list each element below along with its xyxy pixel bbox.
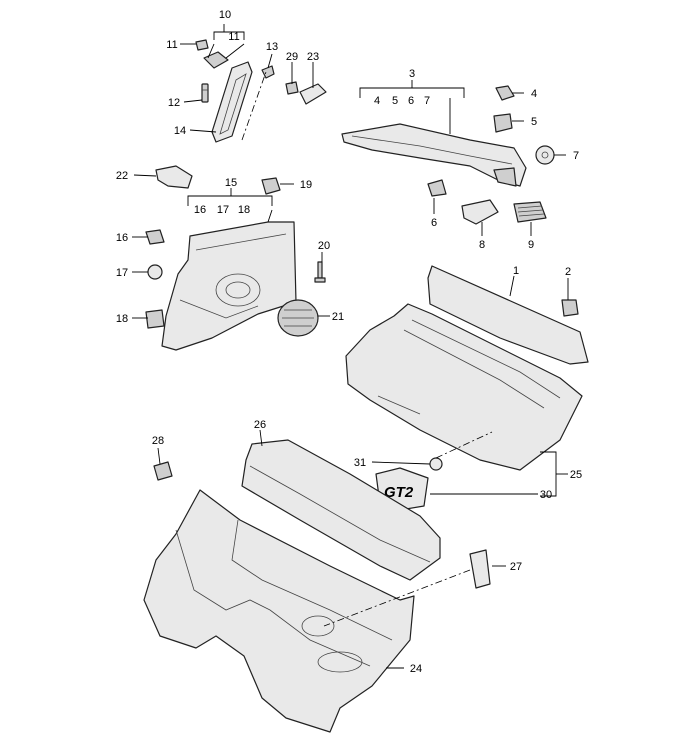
callout-13: 13 — [266, 41, 278, 53]
part-21-speaker-grille — [277, 299, 319, 337]
callout-3-sub-5: 5 — [392, 95, 398, 107]
part-28-clip — [153, 461, 173, 481]
part-14-pillar-trim — [211, 61, 253, 143]
callout-3: 3 — [409, 68, 415, 80]
part-10-clip-assembly — [195, 39, 229, 69]
callout-3-sub-4: 4 — [374, 95, 380, 107]
callout-19: 19 — [300, 179, 312, 191]
callout-21: 21 — [332, 311, 344, 323]
callout-5: 5 — [531, 116, 537, 128]
part-2-clip — [561, 299, 579, 317]
part-22-handle — [155, 165, 193, 189]
part-19-clip — [261, 177, 281, 195]
part-6-clip — [427, 179, 447, 197]
callout-1: 1 — [513, 265, 519, 277]
part-29-clip — [285, 81, 299, 95]
callout-15: 15 — [225, 177, 237, 189]
part-3-roof-trim — [341, 123, 527, 187]
callout-8: 8 — [479, 239, 485, 251]
part-24-compartment-floor — [143, 489, 415, 733]
callout-12: 12 — [168, 97, 180, 109]
callout-11-bracket: 11 — [228, 31, 239, 43]
callout-2: 2 — [565, 266, 571, 278]
callout-3-sub-7: 7 — [424, 95, 430, 107]
part-7-washer — [535, 145, 555, 165]
part-1-rear-shelf — [345, 265, 589, 471]
callout-9: 9 — [528, 239, 534, 251]
callout-26: 26 — [254, 419, 266, 431]
callout-7: 7 — [573, 150, 579, 162]
callout-28: 28 — [152, 435, 164, 447]
callout-20: 20 — [318, 240, 330, 252]
callout-24: 24 — [410, 663, 422, 675]
callout-17: 17 — [116, 267, 128, 279]
callout-15-sub-16: 16 — [194, 204, 206, 216]
part-26-compartment-panel — [241, 439, 441, 581]
part-5-clip — [493, 113, 513, 133]
part-23-cover — [299, 83, 327, 105]
part-15-quarter-trim — [161, 221, 297, 351]
part-18-clip — [145, 309, 165, 329]
callout-30: 30 — [540, 489, 552, 501]
callout-22: 22 — [116, 170, 128, 182]
callout-23: 23 — [307, 51, 319, 63]
callout-labels: 10 11 11 12 13 14 29 23 3 4 5 6 7 4 5 7 … — [116, 9, 582, 675]
part-27-cover — [469, 549, 491, 589]
callout-4: 4 — [531, 88, 537, 100]
part-13-screw — [261, 65, 275, 79]
callout-6: 6 — [431, 217, 437, 229]
callout-3-sub-6: 6 — [408, 95, 414, 107]
callout-15-sub-17: 17 — [217, 204, 229, 216]
callout-10: 10 — [219, 9, 231, 21]
part-12-screw — [201, 83, 209, 103]
callout-25: 25 — [570, 469, 582, 481]
part-16-clip — [145, 229, 165, 245]
part-20-screw — [314, 261, 326, 283]
assembly-lines — [241, 71, 493, 627]
callout-15-sub-18: 18 — [238, 204, 250, 216]
callout-31: 31 — [354, 457, 366, 469]
part-17-washer — [147, 264, 163, 280]
part-9-vent-cover — [513, 201, 547, 223]
part-8-cover — [461, 199, 499, 225]
badge-text: GT2 — [384, 484, 414, 501]
callout-16: 16 — [116, 232, 128, 244]
callout-11: 11 — [166, 39, 177, 51]
callout-leaders — [132, 24, 569, 669]
callout-27: 27 — [510, 561, 522, 573]
callout-18: 18 — [116, 313, 128, 325]
callout-29: 29 — [286, 51, 298, 63]
callout-14: 14 — [174, 125, 186, 137]
part-4-clip — [495, 85, 515, 101]
part-31-nut — [429, 457, 443, 471]
